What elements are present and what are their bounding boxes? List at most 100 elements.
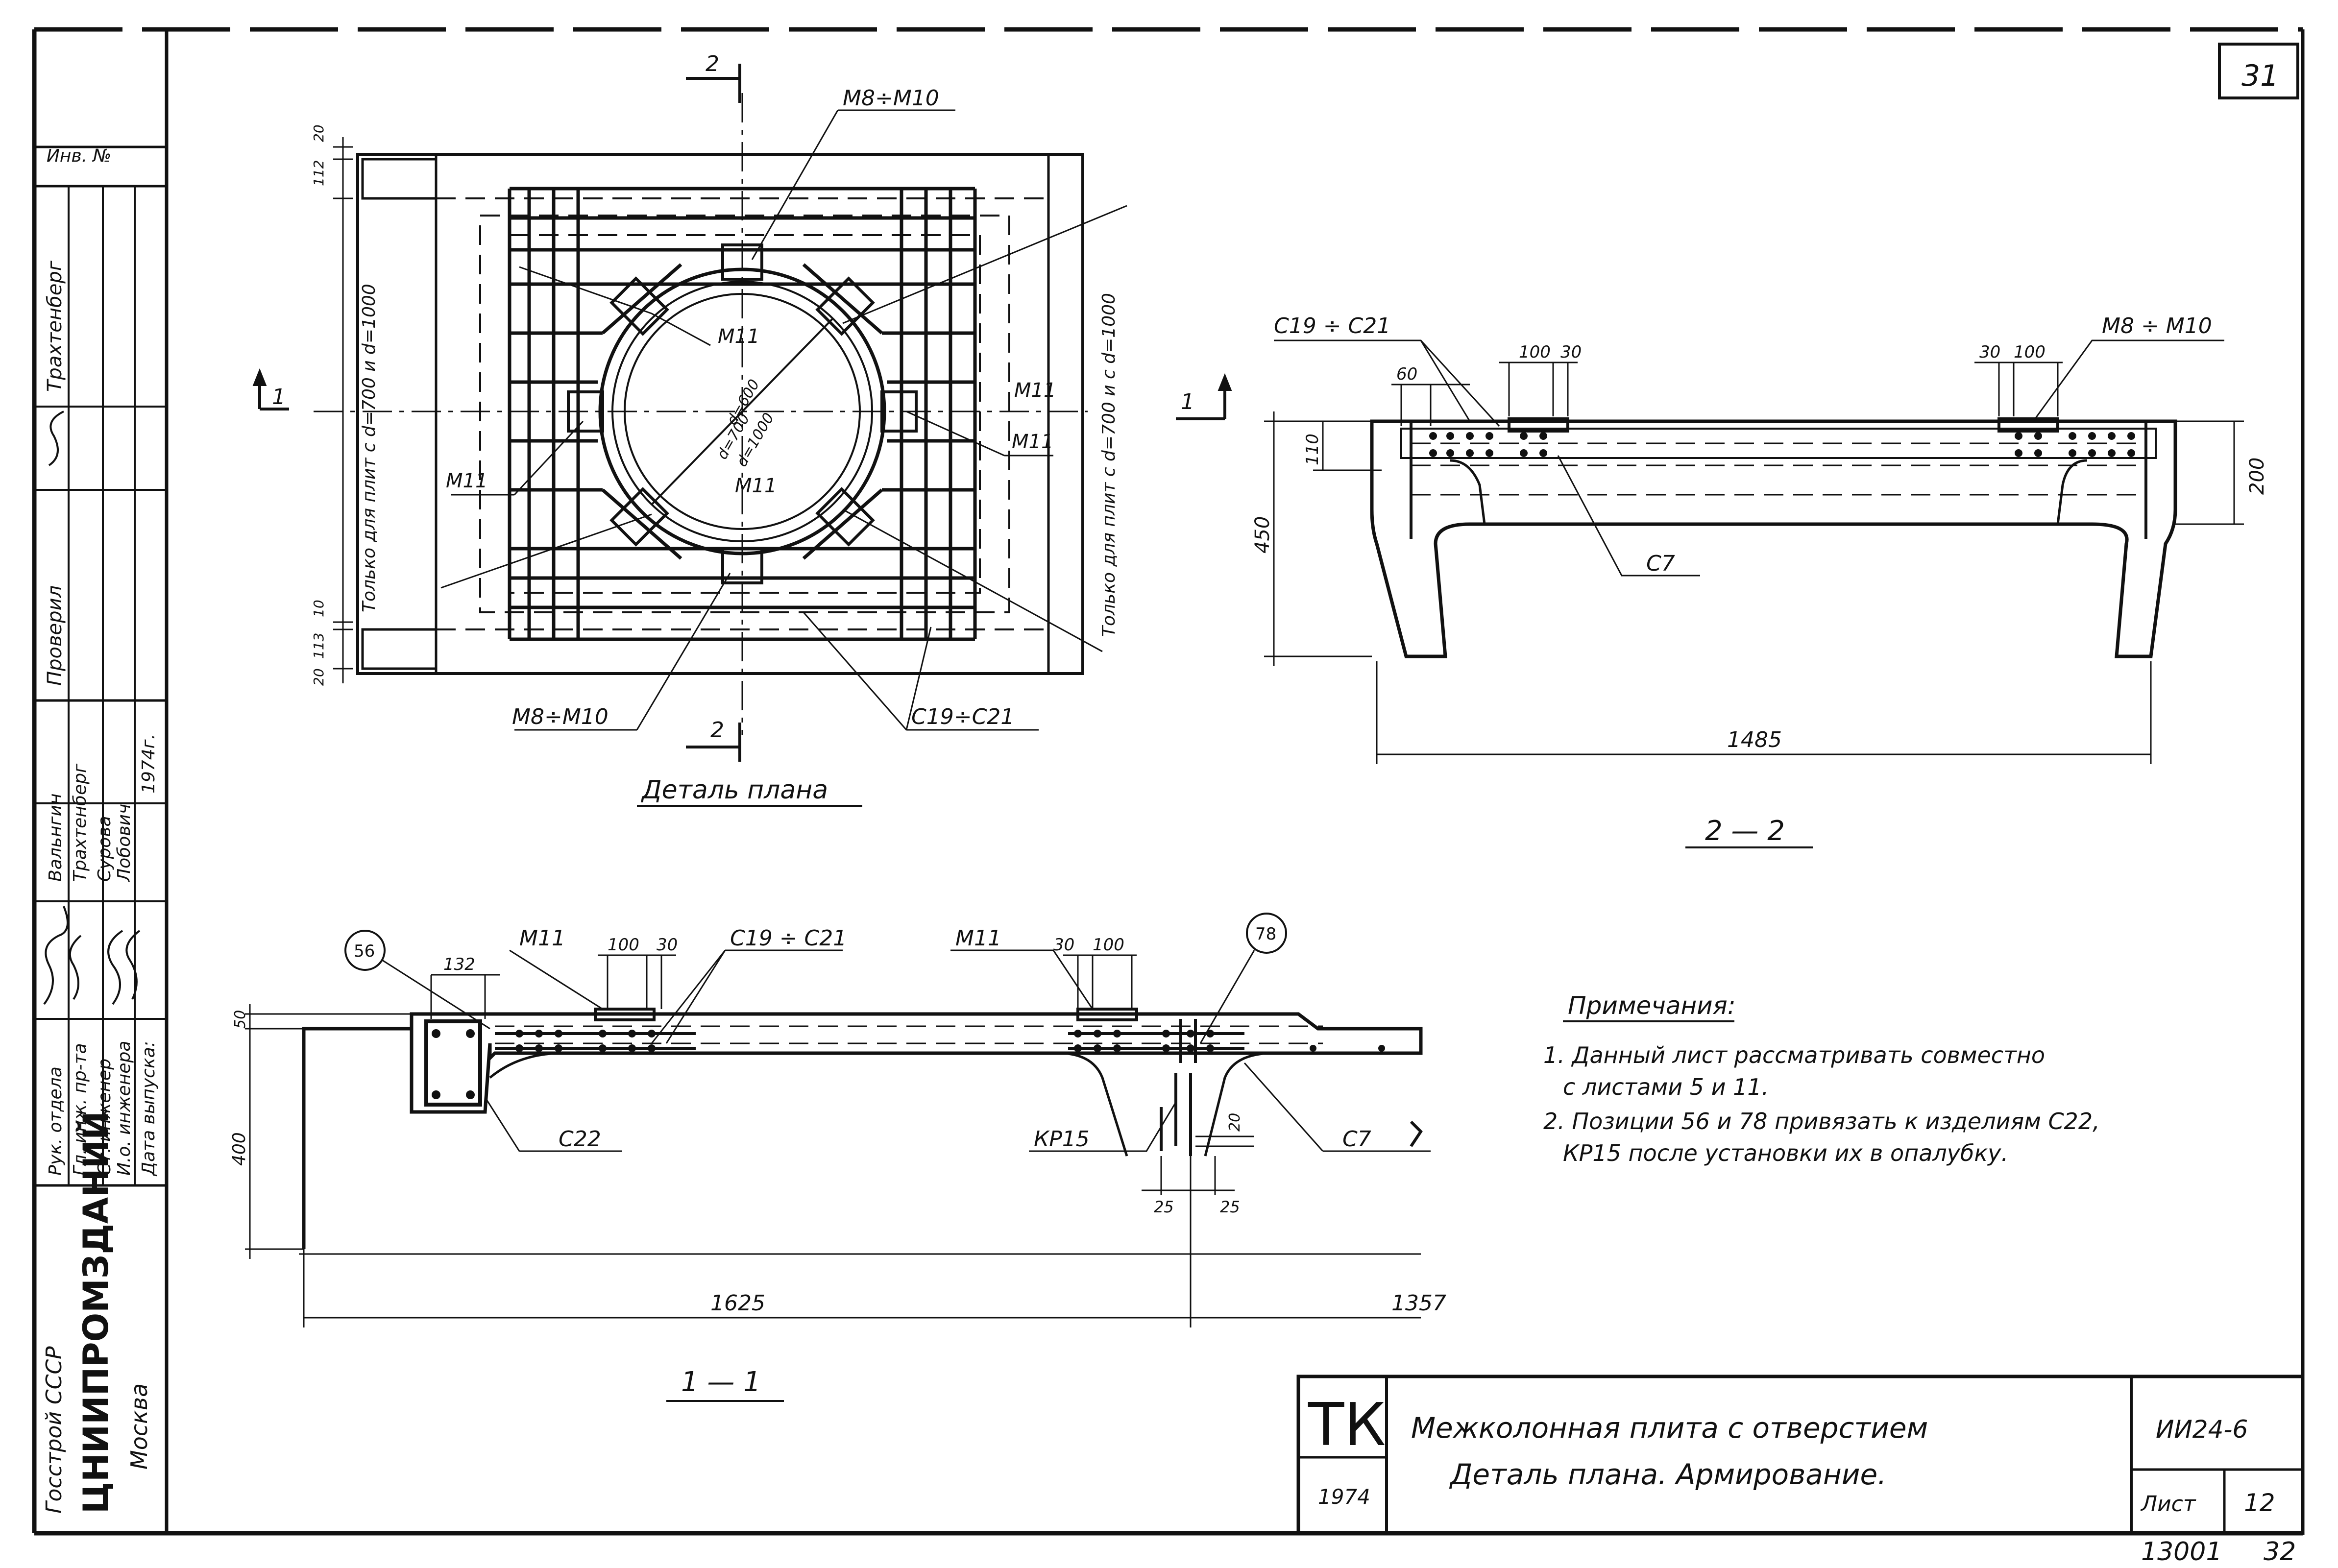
- section11-outline: [302, 1012, 1423, 1249]
- stamp-role-4: И.о. инженера: [114, 1041, 134, 1176]
- plan-detail: М8÷М10 М11 М11 М11 М11 М11 d=600 d=700 d…: [252, 51, 1127, 807]
- footer: 13001 32: [2141, 1537, 2296, 1567]
- checked-name: Трахтенберг: [44, 260, 66, 392]
- left-stamp: Инв. № Трахтенберг Проверил Рук. отдела …: [34, 145, 167, 1514]
- section11-pos-78: [1246, 913, 1287, 954]
- section22-label-c19: С19 ÷ С21: [1274, 314, 1390, 338]
- section11-dim-25-left: 25: [1154, 1198, 1174, 1216]
- section-2-2: С19 ÷ С21 М8 ÷ М10 С7 60 100 30 30 100 1…: [1176, 314, 2268, 848]
- rebar-grid: [508, 187, 977, 641]
- plate-m11-br: [815, 487, 875, 547]
- stamp-role-5: Дата выпуска:: [139, 1041, 159, 1177]
- section22-dim-100-left: 100: [1519, 342, 1551, 362]
- notes-line-3: 2. Позиции 56 и 78 привязать к изделиям …: [1543, 1108, 2100, 1134]
- section22-outline: [1370, 419, 2177, 658]
- section11-dim-100-right: 100: [1093, 935, 1124, 955]
- org-line-1: Госстрой СССР: [42, 1346, 67, 1514]
- title-line-1: Межколонная плита с отверстием: [1411, 1411, 1928, 1445]
- section22-dim-100-right: 100: [2014, 342, 2046, 362]
- title-series: ИИ24-6: [2156, 1415, 2248, 1444]
- stamp-role-3: Ст. инженер: [95, 1059, 115, 1176]
- org-line-2: ЦНИИПРОМЗДАНИЙ: [76, 1111, 116, 1514]
- plate-m11-bl: [609, 487, 669, 547]
- plan-dim-112: 112: [311, 160, 327, 186]
- section22-dim-110: 110: [1303, 434, 1322, 465]
- section22-dim-450: 450: [1251, 516, 1274, 554]
- plan-label-m8-top: М8÷М10: [843, 86, 939, 111]
- plate-m11-tr: [815, 276, 875, 336]
- plan-cut-2-bottom: 2: [710, 718, 724, 743]
- stamp-name-1: Вальнгин: [46, 794, 66, 882]
- section11-pos-56-label: 56: [354, 941, 375, 961]
- section22-label-c7: С7: [1646, 551, 1675, 576]
- title-year: 1974: [1318, 1485, 1370, 1509]
- plan-label-m11-2: М11: [1012, 431, 1053, 453]
- section22-dim-1485: 1485: [1727, 727, 1782, 752]
- notes-title: Примечания:: [1568, 991, 1736, 1020]
- title-line-2: Деталь плана. Армирование.: [1449, 1458, 1887, 1491]
- section22-dim-30-left: 30: [1560, 342, 1582, 362]
- plan-cut-2-top: 2: [706, 51, 719, 76]
- stamp-name-4: Лобович: [114, 804, 134, 883]
- section11-dim-50: 50: [232, 1010, 249, 1029]
- plan-note-left: Только для плит с d=700 и d=1000: [359, 284, 379, 612]
- checked-label: Проверил: [44, 585, 66, 686]
- footer-inventory: 13001: [2141, 1537, 2222, 1567]
- notes-block: Примечания: 1. Данный лист рассматривать…: [1543, 991, 2100, 1166]
- title-code: ТК: [1308, 1391, 1386, 1459]
- section22-cut-1: 1: [1181, 389, 1194, 414]
- sheet-number: 31: [2241, 59, 2279, 93]
- title-sheet-no: 12: [2244, 1489, 2275, 1517]
- section22-dim-30-right: 30: [1979, 342, 2000, 362]
- stamp-role-2: Гл. инж. пр-та: [70, 1043, 90, 1176]
- notes-line-2: с листами 5 и 11.: [1563, 1074, 1769, 1100]
- section22-dim-200: 200: [2246, 458, 2268, 495]
- section11-dim-20: 20: [1226, 1113, 1243, 1132]
- section11-dim-25-right: 25: [1220, 1198, 1240, 1216]
- section11-dim-30-right: 30: [1053, 935, 1074, 955]
- section11-plate-left: [594, 1008, 656, 1021]
- section-1-1: 56 78: [229, 913, 1446, 1402]
- section22-label-m8: М8 ÷ М10: [2102, 314, 2212, 338]
- notes-line-4: КР15 после установки их в опалубку.: [1563, 1140, 2008, 1166]
- plan-label-m11-3: М11: [446, 470, 487, 492]
- plan-dim-10: 10: [311, 600, 327, 617]
- notes-line-1: 1. Данный лист рассматривать совместно: [1543, 1042, 2045, 1068]
- plan-label-m8-bottom: М8÷М10: [512, 704, 609, 729]
- section11-dim-1357: 1357: [1391, 1291, 1446, 1316]
- section11-dim-1625: 1625: [710, 1291, 765, 1316]
- section11-label-c22: С22: [559, 1127, 601, 1152]
- plan-label-c19: С19÷С21: [911, 704, 1014, 729]
- section11-label-kp15: КР15: [1034, 1127, 1090, 1152]
- plan-dim-20-bottom: 20: [311, 668, 327, 686]
- org-city: Москва: [126, 1383, 152, 1470]
- plan-label-m11-1: М11: [718, 325, 759, 348]
- section11-label-c7: С7: [1342, 1127, 1371, 1152]
- section11-pos-78-label: 78: [1255, 924, 1276, 944]
- plan-note-right: Только для плит с d=700 и с d=1000: [1099, 293, 1119, 637]
- section22-plate-right: [1997, 417, 2059, 433]
- section11-label-m11-right: М11: [955, 926, 1001, 951]
- section11-label-c19: С19 ÷ С21: [730, 926, 847, 951]
- inv-label: Инв. №: [47, 146, 111, 166]
- section11-caption: 1 — 1: [681, 1366, 761, 1398]
- section11-dim-30-left: 30: [657, 935, 678, 955]
- plan-label-m11-4: М11: [735, 475, 777, 497]
- plan-label-m11-5: М11: [1014, 379, 1056, 402]
- footer-page: 32: [2264, 1537, 2296, 1567]
- title-sheet-label: Лист: [2140, 1492, 2196, 1517]
- section11-plate-right: [1076, 1008, 1138, 1021]
- sheet-frame: [32, 27, 2305, 1536]
- plate-m11-tl: [609, 276, 669, 336]
- plan-dim-113: 113: [311, 633, 327, 659]
- sheet-number-box: 31: [2218, 43, 2299, 99]
- stamp-name-2: Трахтенберг: [70, 763, 90, 882]
- plan-caption: Деталь плана: [641, 775, 828, 805]
- section22-plate-left: [1508, 417, 1569, 433]
- plan-cut-1: 1: [272, 385, 286, 410]
- plan-dim-20-top: 20: [311, 124, 327, 142]
- signature-scribble: [43, 410, 141, 1005]
- section22-caption: 2 — 2: [1705, 815, 1785, 847]
- section11-label-m11-left: М11: [519, 926, 565, 951]
